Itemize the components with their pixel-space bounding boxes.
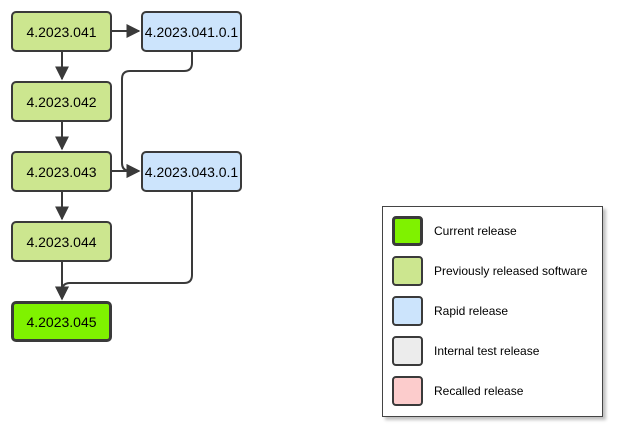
- legend-label-recalled: Recalled release: [434, 384, 524, 398]
- release-node-4-2023-041[interactable]: 4.2023.041: [11, 11, 112, 52]
- release-node-4-2023-043[interactable]: 4.2023.043: [11, 151, 112, 192]
- release-node-4-2023-044[interactable]: 4.2023.044: [11, 221, 112, 262]
- release-node-label: 4.2023.043.0.1: [144, 163, 239, 180]
- release-node-label: 4.2023.041: [26, 23, 97, 40]
- legend-swatch-internal-test: [392, 336, 423, 366]
- release-node-4-2023-045[interactable]: 4.2023.045: [11, 301, 112, 342]
- legend: Current release Previously released soft…: [382, 206, 603, 417]
- release-node-label: 4.2023.042: [26, 93, 97, 110]
- release-node-label: 4.2023.044: [26, 233, 97, 250]
- legend-label-rapid: Rapid release: [434, 304, 509, 318]
- release-node-4-2023-041-0-1[interactable]: 4.2023.041.0.1: [141, 11, 242, 52]
- edge-041-0-1-to-043-0-1: [121, 52, 193, 178]
- release-node-label: 4.2023.045: [26, 313, 97, 330]
- legend-swatch-previous: [392, 256, 423, 286]
- edge-043-0-1-to-045: [55, 192, 193, 301]
- release-node-4-2023-043-0-1[interactable]: 4.2023.043.0.1: [141, 151, 242, 192]
- legend-swatch-recalled: [392, 376, 423, 406]
- release-node-label: 4.2023.041.0.1: [144, 23, 239, 40]
- legend-label-internal-test: Internal test release: [434, 344, 540, 358]
- legend-swatch-current: [392, 216, 423, 246]
- release-node-label: 4.2023.043: [26, 163, 97, 180]
- legend-label-current: Current release: [434, 224, 517, 238]
- release-node-4-2023-042[interactable]: 4.2023.042: [11, 81, 112, 122]
- legend-swatch-rapid: [392, 296, 423, 326]
- legend-label-previous: Previously released software: [434, 264, 588, 278]
